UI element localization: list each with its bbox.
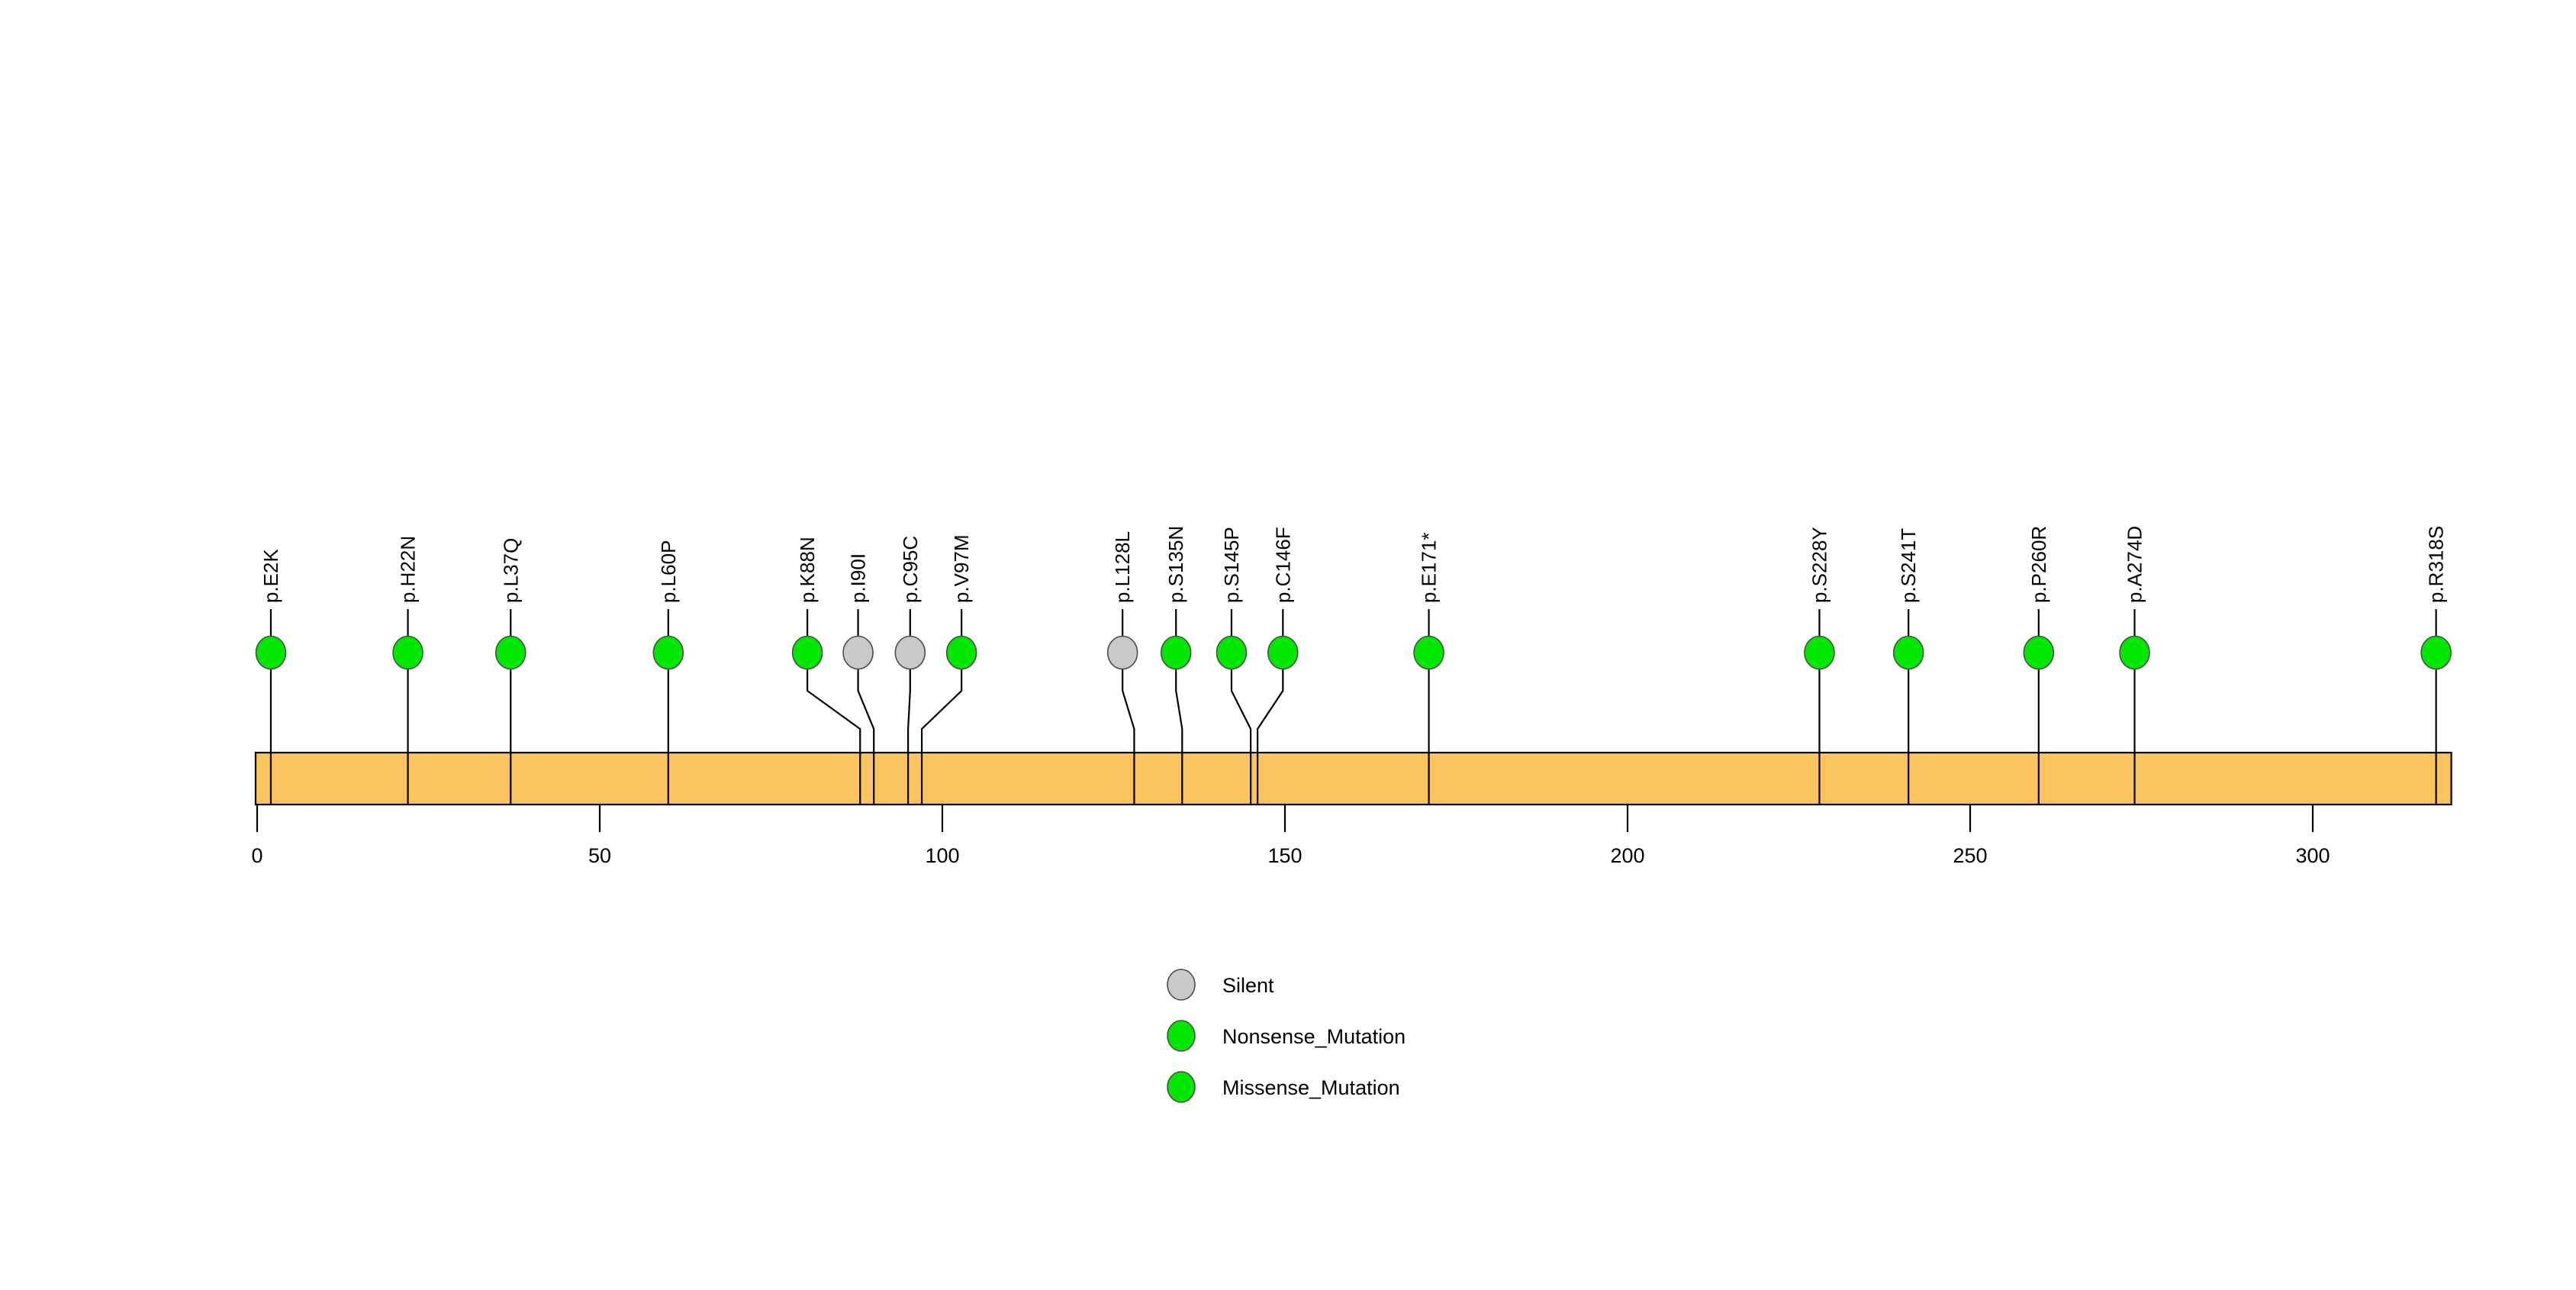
mutation-marker[interactable] [494, 635, 526, 670]
mutation-label: p.A274D [2124, 526, 2146, 603]
mutation-marker[interactable] [1804, 635, 1835, 670]
legend-marker[interactable] [1167, 1020, 1196, 1052]
lollipop-stem [1175, 653, 1183, 805]
axis-tick-label: 250 [1953, 844, 1987, 867]
mutation-label: p.C146F [1271, 527, 1294, 603]
mutation-marker[interactable] [1216, 635, 1248, 670]
mutation-labels: p.E2K p.H22N p.L37Q p.L60P p.K88N p.I90I p.C95… [259, 526, 2448, 603]
legend-label: Nonsense_Mutation [1222, 1025, 1406, 1048]
mutation-label: p.L128L [1111, 531, 1134, 603]
protein-backbone-rect [254, 751, 2452, 806]
lollipop-stem [920, 653, 963, 805]
lollipop-stem [907, 653, 911, 805]
mutation-marker[interactable] [652, 635, 684, 670]
mutation-label: p.S241T [1897, 528, 1920, 603]
axis-tick-label: 100 [925, 844, 959, 867]
mutation-label: p.E171* [1418, 532, 1441, 603]
legend-marker[interactable] [1167, 969, 1196, 1001]
mutation-marker[interactable] [945, 635, 977, 670]
mutation-marker[interactable] [1106, 635, 1138, 670]
lollipop-stems [269, 609, 2437, 805]
mutation-marker[interactable] [1267, 635, 1299, 670]
mutation-marker[interactable] [1413, 635, 1444, 670]
mutation-marker[interactable] [2023, 635, 2055, 670]
lollipop-stem [1122, 653, 1135, 805]
protein-backbone-track [254, 751, 2452, 806]
mutation-label: p.P260R [2027, 526, 2050, 603]
axis-tick-label: 50 [588, 844, 611, 867]
mutation-marker[interactable] [255, 635, 287, 670]
mutation-label: p.K88N [796, 537, 819, 603]
legend-label: Missense_Mutation [1222, 1076, 1400, 1099]
mutation-label: p.V97M [950, 534, 973, 603]
mutation-label: p.H22N [397, 536, 420, 603]
mutation-marker[interactable] [1892, 635, 1924, 670]
legend-marker[interactable] [1167, 1071, 1196, 1103]
axis-tick-label: 150 [1267, 844, 1302, 867]
mutation-label: p.E2K [259, 549, 282, 603]
mutation-marker[interactable] [2119, 635, 2150, 670]
mutation-marker[interactable] [2420, 635, 2452, 670]
lollipop-stem [857, 653, 875, 805]
axis-tick-label: 0 [251, 844, 262, 867]
mutation-label: p.R318S [2425, 526, 2448, 603]
mutation-label: p.S228Y [1808, 527, 1831, 603]
mutation-label: p.L60P [657, 540, 680, 603]
mutation-marker[interactable] [842, 635, 874, 670]
mutation-label: p.S135N [1164, 526, 1187, 603]
axis-tick-label: 300 [2295, 844, 2330, 867]
mutation-marker[interactable] [894, 635, 926, 670]
legend-label: Silent [1222, 974, 1274, 997]
mutation-label: p.C95C [899, 536, 922, 603]
lollipop-markers [255, 635, 2452, 670]
mutation-marker[interactable] [392, 635, 423, 670]
mutation-marker[interactable] [1160, 635, 1192, 670]
lollipop-stem [1256, 653, 1284, 805]
axis-tick-label: 200 [1610, 844, 1644, 867]
mutation-label: p.S145P [1220, 527, 1243, 603]
mutation-label: p.L37Q [499, 538, 522, 603]
lollipop-stem [1230, 653, 1252, 805]
mutation-label: p.I90I [847, 553, 870, 603]
mutation-marker[interactable] [791, 635, 823, 670]
lollipop-stem [806, 653, 861, 805]
x-axis: 0 50 100 150 200 250 300 [251, 805, 2330, 867]
